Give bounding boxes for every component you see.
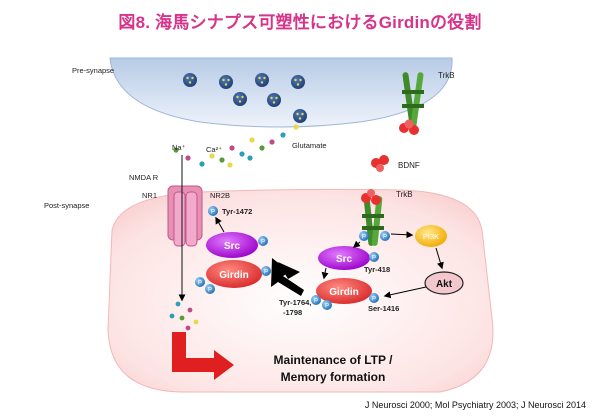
- pre-synapse-label: Pre-synapse: [72, 66, 114, 75]
- ion-particle: [187, 307, 193, 313]
- post-synapse-label: Post-synapse: [44, 201, 89, 210]
- phospho-trkb-2: P: [380, 231, 390, 241]
- girdin-right: Girdin: [316, 278, 372, 304]
- outcome-line2: Memory formation: [281, 370, 386, 384]
- svg-text:Akt: Akt: [436, 279, 453, 290]
- glutamate-particle: [227, 162, 233, 168]
- src-left: Src: [206, 232, 258, 258]
- svg-text:Girdin: Girdin: [329, 287, 358, 298]
- ion-particle: [193, 319, 199, 325]
- svg-text:P: P: [372, 256, 376, 262]
- glutamate-particle: [249, 137, 255, 143]
- svg-text:Src: Src: [336, 254, 353, 265]
- tyr1764-label-line1: Tyr-1764,: [279, 298, 311, 307]
- pi3k: PI3K: [415, 225, 447, 247]
- akt: Akt: [424, 271, 464, 295]
- svg-text:P: P: [372, 297, 376, 303]
- glutamate-particle: [247, 155, 253, 161]
- vesicle: [233, 92, 247, 106]
- glutamate-label: Glutamate: [292, 141, 327, 150]
- svg-text:P: P: [264, 270, 268, 276]
- trkb-presynaptic: [399, 72, 424, 135]
- glutamate-particle: [269, 139, 275, 145]
- vesicle: [291, 75, 305, 89]
- glutamate-particle: [293, 124, 299, 130]
- svg-text:Girdin: Girdin: [219, 270, 248, 281]
- bdnf-label: BDNF: [398, 161, 420, 170]
- glutamate-particle: [259, 145, 265, 151]
- tyr1764-label-line2: -1798: [283, 308, 302, 317]
- citation: J Neurosci 2000; Mol Psychiatry 2003; J …: [364, 400, 586, 410]
- svg-text:P: P: [362, 235, 366, 241]
- svg-text:P: P: [383, 235, 387, 241]
- svg-text:P: P: [198, 281, 202, 287]
- glutamate-particle: [239, 151, 245, 157]
- big-black-arrow: [271, 258, 304, 296]
- tyr1472-label: Tyr-1472: [222, 207, 252, 216]
- vesicle: [183, 73, 197, 87]
- svg-text:P: P: [208, 288, 212, 294]
- nmda-receptor: [167, 185, 203, 247]
- phospho-src-right: P: [369, 252, 379, 262]
- phospho-girdin-left-2: P: [195, 277, 205, 287]
- nmdar-label: NMDA R: [129, 173, 159, 182]
- phospho-trkb-1: P: [359, 231, 369, 241]
- svg-text:PI3K: PI3K: [423, 232, 439, 241]
- phospho-girdin-right-1: P: [311, 295, 321, 305]
- trkb-bottom-label: TrkB: [396, 190, 413, 199]
- nr2b-label: NR2B: [210, 191, 230, 200]
- ion-particle: [175, 301, 181, 307]
- phospho-girdin-left-1: P: [261, 266, 271, 276]
- ion-particle: [179, 315, 185, 321]
- svg-text:P: P: [261, 240, 265, 246]
- svg-text:P: P: [211, 210, 215, 216]
- ion-particle: [185, 325, 191, 331]
- outcome-line1: Maintenance of LTP /: [274, 353, 394, 367]
- pre-synapse-membrane: [109, 57, 453, 128]
- phospho-girdin-left-3: P: [205, 284, 215, 294]
- glutamate-particle: [209, 153, 215, 159]
- vesicle: [267, 93, 281, 107]
- glutamate-particle: [199, 161, 205, 167]
- phospho-tyr1472: P: [208, 206, 218, 216]
- phospho-girdin-right-3: P: [369, 293, 379, 303]
- synaptic-vesicles: [183, 73, 307, 123]
- nr1-label: NR1: [142, 191, 157, 200]
- ca-label: Ca²⁺: [206, 145, 222, 154]
- phospho-girdin-right-2: P: [322, 300, 332, 310]
- glutamate-particle: [280, 132, 286, 138]
- outcome-arrow: [172, 332, 234, 380]
- vesicle: [255, 73, 269, 87]
- glutamate-particle: [185, 155, 191, 161]
- tyr418-label: Tyr-418: [364, 265, 390, 274]
- ion-particle: [169, 313, 175, 319]
- girdin-left: Girdin: [206, 260, 262, 288]
- glutamate-particles: [173, 124, 299, 168]
- glutamate-particle: [219, 157, 225, 163]
- intracellular-ions: [169, 301, 199, 331]
- src-right: Src: [318, 246, 370, 270]
- vesicle: [219, 75, 233, 89]
- glutamate-particle: [173, 147, 179, 153]
- svg-text:P: P: [314, 299, 318, 305]
- na-label: Na⁺: [172, 143, 186, 152]
- trkb-postsynaptic: [361, 189, 384, 246]
- trkb-top-label: TrkB: [438, 71, 455, 80]
- phospho-src-left: P: [258, 236, 268, 246]
- svg-text:Src: Src: [224, 241, 241, 252]
- glutamate-particle: [229, 145, 235, 151]
- svg-text:P: P: [325, 304, 329, 310]
- bdnf-molecule: [371, 155, 389, 172]
- vesicle: [293, 109, 307, 123]
- ser1416-label: Ser-1416: [368, 304, 399, 313]
- slide-title: 図8. 海馬シナプス可塑性におけるGirdinの役割: [118, 13, 482, 32]
